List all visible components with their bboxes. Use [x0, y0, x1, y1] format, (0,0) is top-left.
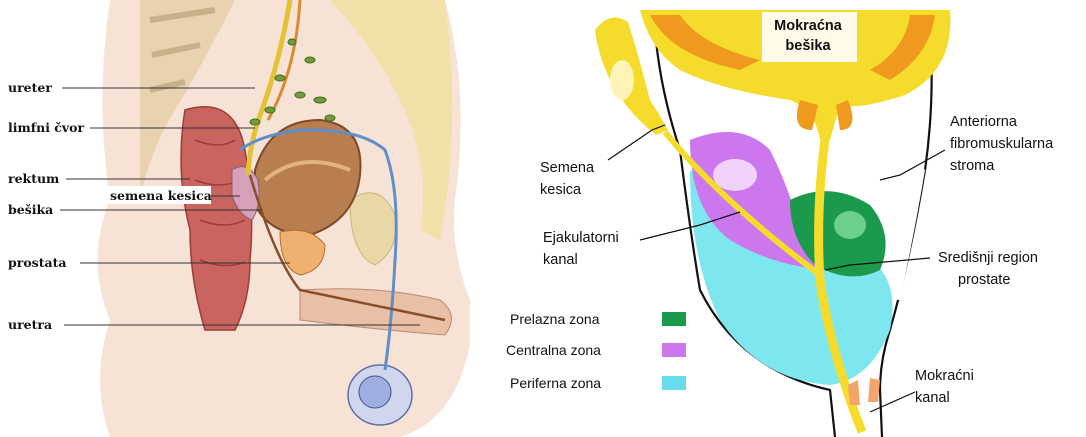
label-urethra: uretra [8, 317, 52, 332]
label-stroma-line3: stroma [950, 158, 995, 174]
label-ureter: ureter [8, 80, 52, 95]
legend-label-transition: Prelazna zona [510, 311, 600, 327]
label-vesicle-line2: kesica [540, 182, 582, 198]
label-seminal-vesicle: semena kesica [110, 188, 212, 203]
right-zones-panel: Mokraćna bešika Anteriorna fibromuskular… [506, 10, 1054, 437]
label-bladder-line1: Mokraćna [774, 18, 843, 34]
label-stroma-line1: Anteriorna [950, 114, 1018, 130]
legend-swatch-transition [662, 312, 686, 326]
legend-label-central: Centralna zona [506, 342, 601, 358]
label-duct-line1: Ejakulatorni [543, 230, 619, 246]
label-urethra-line1: Mokraćni [915, 368, 974, 384]
label-urethra-line2: kanal [915, 390, 950, 406]
label-bladder: bešika [8, 202, 53, 217]
zone-legend: Prelazna zona Centralna zona Periferna z… [506, 311, 686, 391]
label-stroma-line2: fibromuskularna [950, 136, 1054, 152]
label-central-region-line1: Središnji region [938, 250, 1038, 266]
label-central-region-line2: prostate [958, 272, 1010, 288]
legend-label-peripheral: Periferna zona [510, 375, 601, 391]
left-anatomy-panel: ureter limfni čvor rektum semena kesica … [2, 0, 470, 437]
label-bladder-line2: bešika [785, 38, 831, 54]
label-duct-line2: kanal [543, 252, 578, 268]
label-lymph-node: limfni čvor [8, 120, 85, 135]
label-rectum: rektum [8, 171, 59, 186]
legend-swatch-peripheral [662, 376, 686, 390]
label-vesicle-line1: Semena [540, 160, 595, 176]
label-prostate: prostata [8, 255, 66, 270]
legend-swatch-central [662, 343, 686, 357]
urethra-sphincter [848, 378, 880, 405]
